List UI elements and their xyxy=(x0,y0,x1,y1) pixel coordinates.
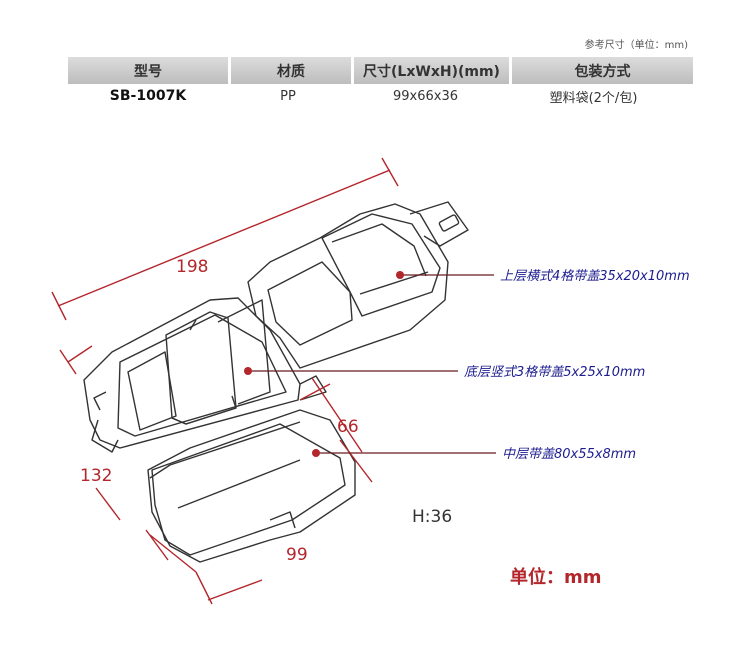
dim-height-label: H:36 xyxy=(412,507,452,527)
header-size: 尺寸(LxWxH)(mm) xyxy=(354,57,509,84)
dim-depth-label: 66 xyxy=(337,417,359,437)
header-model: 型号 xyxy=(68,57,228,84)
callout-dot-bottom xyxy=(244,367,252,375)
callout-dot-top xyxy=(396,271,404,279)
unit-note: 参考尺寸（单位：mm) xyxy=(584,40,688,51)
header-packaging: 包装方式 xyxy=(512,57,693,84)
dimension-lines xyxy=(51,157,399,605)
callout-top-text: 上层横式4格带盖35x20x10mm xyxy=(500,269,690,284)
cell-packaging: 塑料袋(2个/包) xyxy=(549,90,638,106)
dim-width-label: 132 xyxy=(80,466,112,486)
cell-material: PP xyxy=(280,88,296,104)
spec-table-row: SB-1007K PP 99x66x36 塑料袋(2个/包) xyxy=(68,84,693,108)
cell-size: 99x66x36 xyxy=(392,88,458,104)
box-drawing xyxy=(83,201,469,563)
unit-label: 单位：mm xyxy=(510,566,602,588)
cell-model: SB-1007K xyxy=(109,88,187,104)
header-material: 材质 xyxy=(231,57,351,84)
callout-dot-middle xyxy=(312,449,320,457)
dim-length-label: 198 xyxy=(176,257,208,277)
dim-small-width-label: 99 xyxy=(286,545,308,565)
callout-middle-text: 中层带盖80x55x8mm xyxy=(502,447,636,462)
callout-lines xyxy=(248,274,496,454)
spec-table-header: 型号 材质 尺寸(LxWxH)(mm) 包装方式 xyxy=(68,57,693,84)
spec-table: 型号 材质 尺寸(LxWxH)(mm) 包装方式 SB-1007K PP 99x… xyxy=(68,57,693,108)
callout-bottom-text: 底层竖式3格带盖5x25x10mm xyxy=(464,365,645,380)
